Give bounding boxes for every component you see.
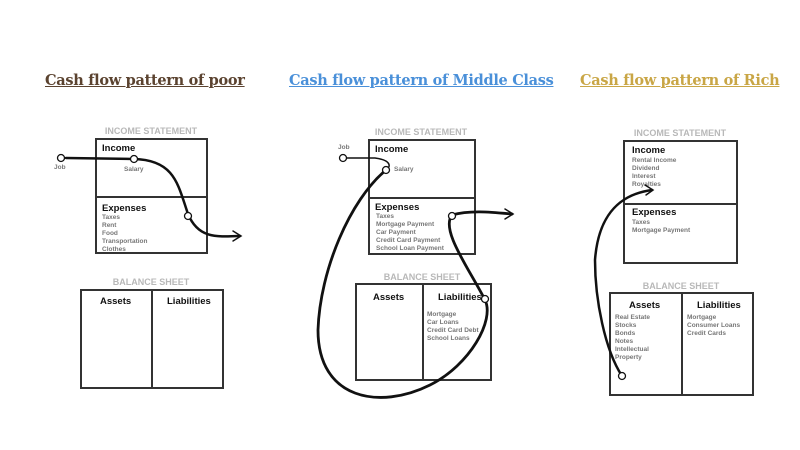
liabilities-heading: Liabilities <box>167 296 211 307</box>
assets-heading: Assets <box>100 296 132 307</box>
income-item: Rental Income <box>632 157 677 164</box>
salary-label: Salary <box>394 166 414 173</box>
arrowhead <box>504 208 515 220</box>
income-item: Dividend <box>632 165 660 172</box>
expense-item: Credit Card Payment <box>376 237 441 244</box>
asset-node <box>617 371 627 381</box>
liability-item: Credit Card Debt <box>427 327 479 334</box>
arrowhead <box>232 230 243 242</box>
expense-node <box>447 211 457 221</box>
flow-arrow-poor <box>64 156 242 238</box>
asset-item: Property <box>615 354 642 361</box>
job-label: Job <box>54 164 66 171</box>
income-statement-label: INCOME STATEMENT <box>104 126 198 136</box>
expense-item: Taxes <box>102 214 120 221</box>
assets-heading: Assets <box>629 300 661 311</box>
expense-list: Taxes Rent Food Transportation Clothes <box>102 214 148 254</box>
income-statement-label: INCOME STATEMENT <box>374 127 468 137</box>
salary-label: Salary <box>124 166 144 173</box>
income-statement-label: INCOME STATEMENT <box>633 128 727 138</box>
asset-item: Notes <box>615 338 634 345</box>
income-heading: Income <box>375 144 409 155</box>
liability-node <box>480 294 490 304</box>
liability-item: School Loans <box>427 335 470 342</box>
expense-item: Rent <box>102 222 117 229</box>
liability-list: Mortgage Car Loans Credit Card Debt Scho… <box>427 311 479 343</box>
expenses-box <box>623 203 738 264</box>
divider <box>681 292 683 396</box>
job-label: Job <box>338 144 350 151</box>
liability-item: Credit Cards <box>687 330 727 337</box>
flow-arrow-rich <box>593 188 654 378</box>
job-node <box>338 153 348 163</box>
title-middle-class[interactable]: Cash flow pattern of Middle Class <box>289 72 554 89</box>
income-item: Interest <box>632 173 656 180</box>
liabilities-heading: Liabilities <box>697 300 741 311</box>
title-poor[interactable]: Cash flow pattern of poor <box>45 72 245 89</box>
expense-item: Car Payment <box>376 229 416 236</box>
divider <box>422 283 424 381</box>
liability-list: Mortgage Consumer Loans Credit Cards <box>687 314 740 338</box>
assets-heading: Assets <box>373 292 405 303</box>
expense-item: Mortgage Payment <box>632 227 691 234</box>
liability-item: Consumer Loans <box>687 322 741 329</box>
job-node <box>56 153 66 163</box>
expense-list: Taxes Mortgage Payment Car Payment Credi… <box>376 213 444 253</box>
divider <box>151 289 153 389</box>
expense-item: Transportation <box>102 238 148 245</box>
income-heading: Income <box>632 145 666 156</box>
asset-list: Real Estate Stocks Bonds Notes Intellect… <box>615 314 650 362</box>
asset-item: Real Estate <box>615 314 651 321</box>
expense-item: Taxes <box>376 213 394 220</box>
expenses-box <box>368 197 476 255</box>
expense-list: Taxes Mortgage Payment <box>632 219 690 235</box>
arrowhead <box>644 184 655 196</box>
liability-item: Mortgage <box>687 314 717 321</box>
expense-node <box>183 211 193 221</box>
flow-arrow-middle-loop <box>316 168 514 399</box>
income-item: Royalties <box>632 181 661 188</box>
expenses-box <box>95 196 208 254</box>
balance-sheet-label: BALANCE SHEET <box>642 281 720 291</box>
expense-item: Mortgage Payment <box>376 221 435 228</box>
expenses-heading: Expenses <box>632 207 677 218</box>
expense-item: School Loan Payment <box>376 245 444 252</box>
liability-item: Mortgage <box>427 311 457 318</box>
income-heading: Income <box>102 143 136 154</box>
expense-item: Taxes <box>632 219 650 226</box>
expense-item: Food <box>102 230 118 237</box>
salary-node <box>129 154 139 164</box>
asset-item: Stocks <box>615 322 637 329</box>
title-rich: Cash flow pattern of Rich <box>580 72 780 89</box>
salary-node <box>381 165 391 175</box>
expenses-heading: Expenses <box>102 203 147 214</box>
income-list: Rental Income Dividend Interest Royaltie… <box>632 157 676 189</box>
balance-sheet-label: BALANCE SHEET <box>112 277 190 287</box>
liability-item: Car Loans <box>427 319 459 326</box>
asset-item: Bonds <box>615 330 636 337</box>
balance-sheet-label: BALANCE SHEET <box>383 272 461 282</box>
expense-item: Clothes <box>102 246 126 253</box>
liabilities-heading: Liabilities <box>438 292 482 303</box>
expenses-heading: Expenses <box>375 202 420 213</box>
asset-item: Intellectual <box>615 346 649 353</box>
